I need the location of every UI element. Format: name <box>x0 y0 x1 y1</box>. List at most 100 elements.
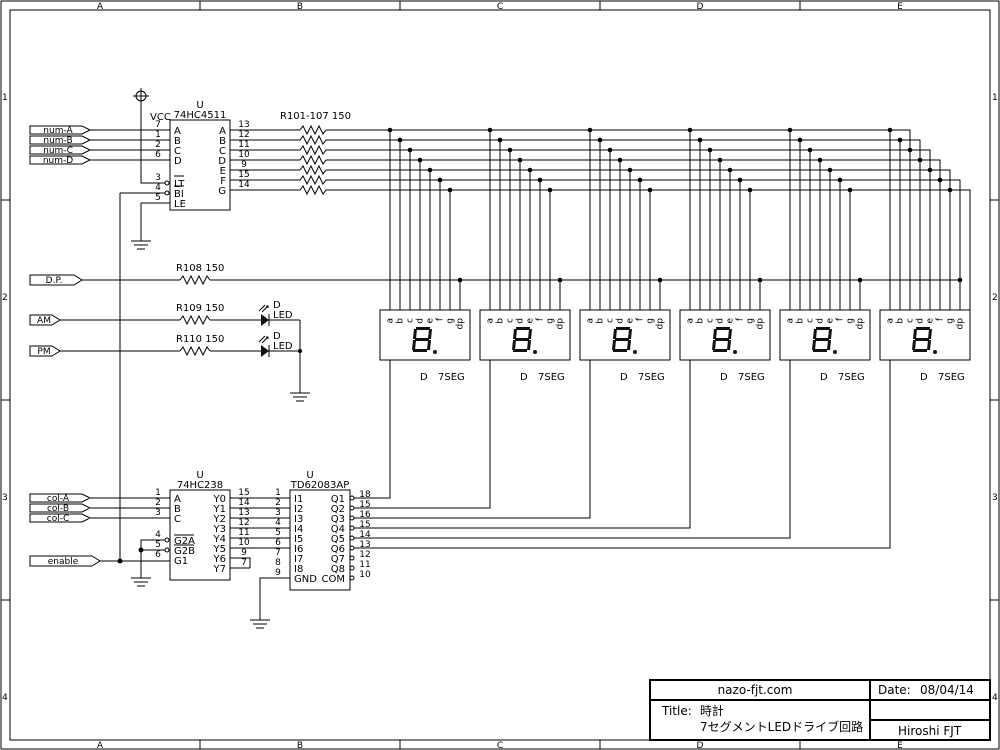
display-pin-label: g <box>646 318 656 324</box>
display-ref: D <box>620 372 628 383</box>
display-pin-label: b <box>396 318 406 324</box>
resistor-array-label: R101-107 150 <box>280 111 351 122</box>
u3-pin-label: Q1 <box>331 494 345 505</box>
zone-col-label: E <box>897 741 903 750</box>
u3-part: TD62083AP <box>290 480 350 491</box>
display-pin-label: c <box>506 318 516 323</box>
display-pin-label: f <box>936 317 946 321</box>
title-label: Title: <box>661 704 692 718</box>
display-pin-label: c <box>606 318 616 323</box>
u1-pin: 14 <box>238 180 250 190</box>
port-num-c: num-C <box>43 146 73 156</box>
led-ref: D <box>273 300 281 311</box>
pm-indicator: PM R110 150 D LED <box>29 320 310 402</box>
u1-pin-label: E <box>220 166 226 177</box>
u1-pin-label: LE <box>174 199 186 210</box>
u3-pin: 3 <box>275 508 281 518</box>
u3-pin: 5 <box>275 528 281 538</box>
dp-input: D.P. R108 150 <box>29 263 960 286</box>
display-pin-label: a <box>486 318 496 324</box>
ic-td62083ap: U TD62083AP 1 2 3 4 5 6 7 8 9 I1 I2 I3 I… <box>250 470 371 629</box>
u3-pin-label: I8 <box>294 564 303 575</box>
display-pin-label: b <box>496 318 506 324</box>
u3-pin: 15 <box>359 500 370 510</box>
ground-symbol <box>131 202 170 250</box>
u2-pin-label: Y7 <box>213 564 226 575</box>
display-pin-label: a <box>786 318 796 324</box>
am-indicator: AM R109 150 D LED <box>29 300 300 326</box>
u3-pin-label: Q3 <box>331 514 345 525</box>
u1-pin: 4 <box>155 183 161 193</box>
port-num-b: num-B <box>43 136 72 146</box>
u2-pin-label: G1 <box>174 556 188 567</box>
display-pin-label: e <box>626 318 636 324</box>
port-col-a: col-A <box>47 494 70 504</box>
r109-label: R109 150 <box>176 303 224 314</box>
u3-pin-label: I6 <box>294 544 303 555</box>
u2-pin-label: G2B <box>174 546 195 557</box>
display-pin-label: f <box>536 317 546 321</box>
u3-pin-label: I7 <box>294 554 303 565</box>
zone-row-label: 3 <box>2 493 8 503</box>
zone-row-label: 3 <box>992 493 998 503</box>
display-ref: D <box>820 372 828 383</box>
zone-row-label: 2 <box>2 293 8 303</box>
display-ref: D <box>520 372 528 383</box>
u2-pin: 10 <box>238 538 250 548</box>
u1-pin: 9 <box>241 160 247 170</box>
u1-pin-label: D <box>218 156 226 167</box>
zone-col-label: B <box>297 741 303 750</box>
u1-pin: 6 <box>155 150 161 160</box>
led-am-icon <box>261 314 269 326</box>
u3-pin: 15 <box>359 520 370 530</box>
u2-pin-label: A <box>174 494 181 505</box>
u2-pin: 1 <box>155 488 161 498</box>
display-pin-label: b <box>696 318 706 324</box>
u1-pin-label: D <box>174 156 182 167</box>
u1-pin: 10 <box>238 150 250 160</box>
led-pm-icon <box>261 345 269 357</box>
zone-col-label: C <box>497 2 503 12</box>
display-body <box>479 309 571 361</box>
display-pin-label: e <box>926 318 936 324</box>
blank-input-wire <box>119 192 165 561</box>
zone-col-label: A <box>97 2 104 12</box>
u3-pin: 13 <box>359 540 370 550</box>
display-part: 7SEG <box>438 372 465 383</box>
port-dp: D.P. <box>46 276 63 286</box>
display-pin-label: f <box>436 317 446 321</box>
u1-pin-label: A <box>219 126 226 137</box>
display-pin-label: c <box>906 318 916 323</box>
u3-pin: 7 <box>275 548 281 558</box>
r108-label: R108 150 <box>176 263 224 274</box>
u3-pin-label: I3 <box>294 514 303 525</box>
u2-pin: 12 <box>238 518 249 528</box>
u2-pin-label: Y0 <box>213 494 226 505</box>
author-value: Hiroshi FJT <box>898 724 962 738</box>
num-input-ports: num-A num-B num-C num-D <box>29 125 170 166</box>
u2-pin: 15 <box>238 488 249 498</box>
port-pm: PM <box>37 347 50 357</box>
u1-pin: 13 <box>238 120 249 130</box>
u1-ref: U <box>196 100 203 111</box>
display-pin-label: d <box>516 318 526 324</box>
port-num-a: num-A <box>43 126 73 136</box>
u2-pin: 9 <box>241 548 247 558</box>
u2-ref: U <box>196 470 203 481</box>
u3-pin-label: I5 <box>294 534 303 545</box>
u2-pin-label: Y1 <box>213 504 226 515</box>
display-pin-label: d <box>716 318 726 324</box>
zone-row-label: 4 <box>2 693 8 703</box>
zone-col-label: B <box>297 2 303 12</box>
u1-pin-label: B <box>174 136 181 147</box>
display-ref: D <box>920 372 928 383</box>
display-body <box>879 309 971 361</box>
display-pin-label: f <box>736 317 746 321</box>
u2-pin: 14 <box>238 498 250 508</box>
display-pin-label: g <box>746 318 756 324</box>
ic-74hc238: U 74HC238 1 2 3 4 5 6 A B C G2A G2B G1 Y… <box>155 470 290 581</box>
